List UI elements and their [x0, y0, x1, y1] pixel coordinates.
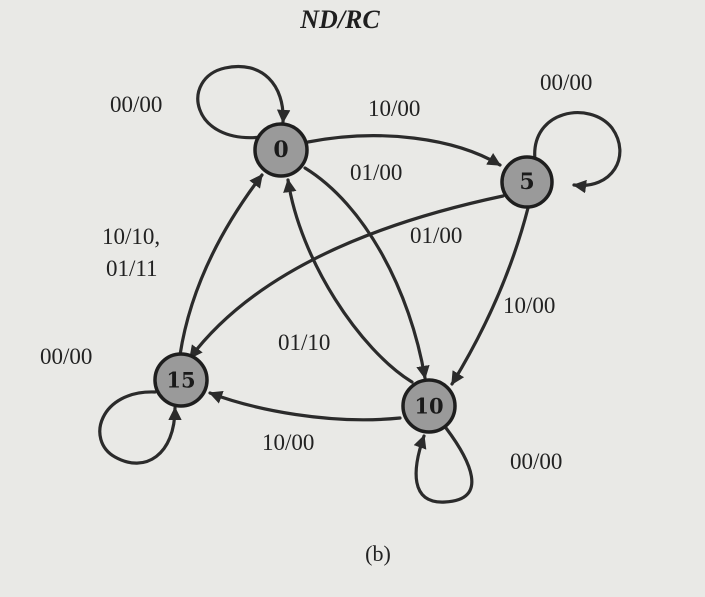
edge-label-10-to-15: 10/00	[262, 430, 314, 455]
diagram-title: ND/RC	[299, 5, 380, 34]
edge-label-0-to-10: 01/00	[350, 160, 402, 185]
state-node-10: 10	[401, 378, 457, 434]
edge-label-15-to-0-line2: 01/11	[106, 256, 158, 281]
edge-0-to-0	[196, 65, 291, 140]
edge-0-to-10	[303, 166, 430, 380]
state-label-15: 15	[166, 368, 195, 393]
edge-15-to-15	[98, 390, 182, 465]
edge-label-0-to-0: 00/00	[110, 92, 162, 117]
state-node-15: 15	[153, 352, 209, 408]
edge-label-5-to-10: 10/00	[503, 293, 555, 318]
edge-5-to-5	[533, 111, 622, 194]
edge-0-to-5	[306, 134, 502, 167]
edge-10-to-10	[413, 426, 474, 504]
edge-10-to-0	[283, 178, 414, 384]
edge-15-to-0	[178, 173, 264, 357]
edge-label-15-to-0-line1: 10/10,	[102, 224, 160, 249]
state-node-5: 5	[500, 155, 554, 209]
state-node-0: 0	[253, 122, 309, 178]
state-label-5: 5	[519, 169, 534, 195]
state-label-10: 10	[414, 394, 443, 419]
state-label-0: 0	[273, 137, 288, 163]
edge-10-to-15	[208, 390, 402, 422]
edge-label-5-to-15: 01/00	[410, 223, 462, 248]
edge-label-15-to-15: 00/00	[40, 344, 92, 369]
edge-label-10-to-0: 01/10	[278, 330, 330, 355]
edge-label-0-to-5: 10/00	[368, 96, 420, 121]
edge-5-to-15	[188, 194, 505, 360]
edge-label-5-to-5: 00/00	[540, 70, 592, 95]
figure-caption: (b)	[365, 541, 391, 566]
edge-label-10-to-10: 00/00	[510, 449, 562, 474]
edge-5-to-10	[450, 206, 530, 386]
